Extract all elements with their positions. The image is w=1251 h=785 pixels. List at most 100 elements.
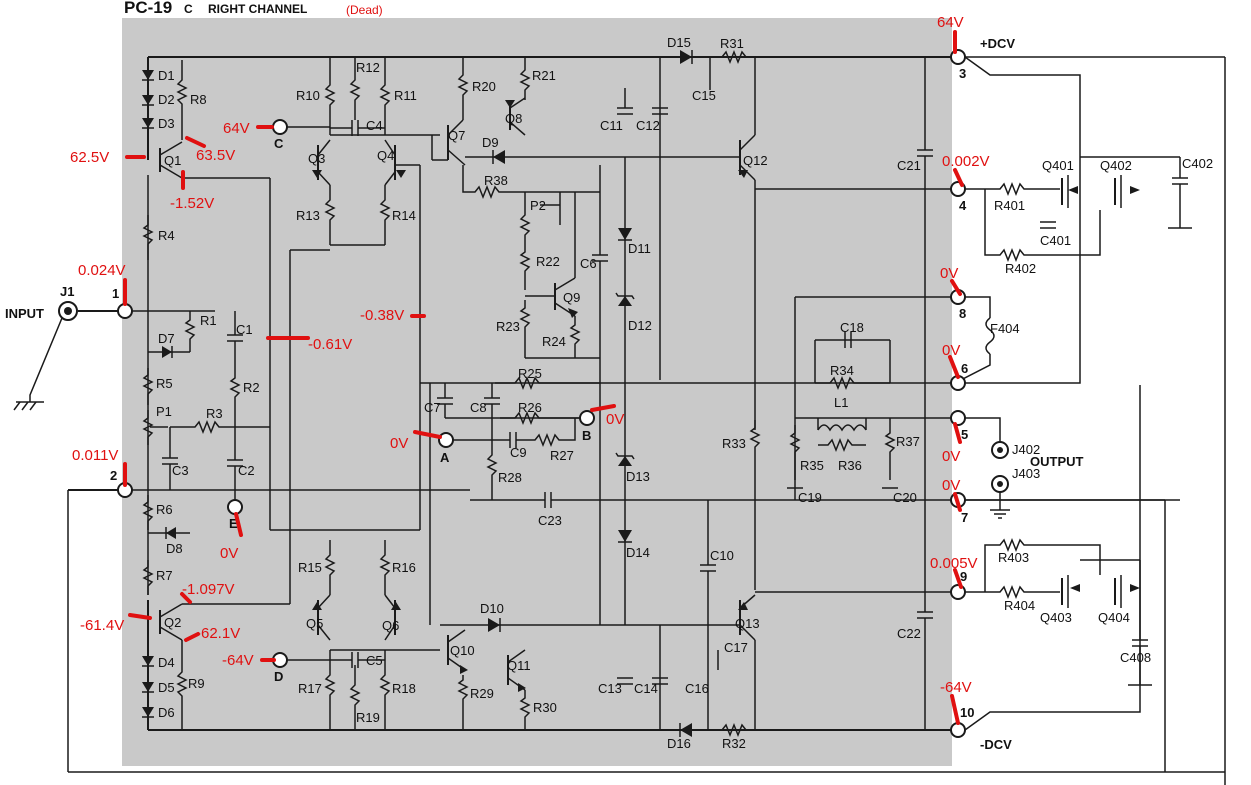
label-r38: R38 [484, 173, 508, 188]
label-r13: R13 [296, 208, 320, 223]
title-note: (Dead) [346, 3, 383, 17]
label-terminal-b: B [582, 428, 591, 443]
label-r6: R6 [156, 502, 173, 517]
label-r37: R37 [896, 434, 920, 449]
label-c12: C12 [636, 118, 660, 133]
label-d3: D3 [158, 116, 175, 131]
label-c6: C6 [580, 256, 597, 271]
title-channel: RIGHT CHANNEL [208, 2, 307, 16]
label-c16: C16 [685, 681, 709, 696]
meas-pin10: -64V [940, 679, 972, 696]
label-r19: R19 [356, 710, 380, 725]
differential-stage: R10 R12 R11 C4 Q3 Q4 R13 R14 [182, 57, 440, 730]
label-r5: R5 [156, 376, 173, 391]
terminal-10 [950, 722, 966, 738]
meas-pin2: 0.011V [72, 447, 118, 464]
measurement-labels: 64V 64V 63.5V 62.5V -1.52V 0.002V 0.024V… [70, 14, 990, 696]
label-r401: R401 [994, 198, 1025, 213]
label-c13: C13 [598, 681, 622, 696]
label-terminal-3: 3 [959, 66, 966, 81]
label-q403: Q403 [1040, 610, 1072, 625]
label-r403: R403 [998, 550, 1029, 565]
meas-node-b: 0V [606, 411, 624, 428]
terminal-5 [950, 410, 966, 426]
label-r26: R26 [518, 400, 542, 415]
meas-c-node: 64V [223, 120, 250, 137]
label-q5: Q5 [306, 616, 323, 631]
label-c10: C10 [710, 548, 734, 563]
label-terminal-e: E [229, 516, 238, 531]
label-r3: R3 [206, 406, 223, 421]
label-q4: Q4 [377, 148, 394, 163]
label-r32: R32 [722, 736, 746, 751]
label-c23: C23 [538, 513, 562, 528]
label-c408: C408 [1120, 650, 1151, 665]
label-c401: C401 [1040, 233, 1071, 248]
label-d10: D10 [480, 601, 504, 616]
meas-node-e: 0V [220, 545, 238, 562]
label-c15: C15 [692, 88, 716, 103]
driver-stage: D15 R31 C11 C12 C15 Q12 R33 C10 Q [598, 35, 955, 751]
meas-pin7: 0V [942, 477, 960, 494]
meas-pin8: 0V [940, 265, 958, 282]
meas-q1-base: 62.5V [70, 149, 109, 166]
label-r4: R4 [158, 228, 175, 243]
label-d12: D12 [628, 318, 652, 333]
label-r8: R8 [190, 92, 207, 107]
title-model: PC-19 [124, 0, 172, 17]
label-d15: D15 [667, 35, 691, 50]
label-r7: R7 [156, 568, 173, 583]
label-c8: C8 [470, 400, 487, 415]
label-r9: R9 [188, 676, 205, 691]
meas-pin6: 0V [942, 342, 960, 359]
meas-mid-node-2: -0.61V [308, 336, 352, 353]
diode-string-top [142, 70, 154, 129]
label-terminal-6: 6 [961, 361, 968, 376]
label-q404: Q404 [1098, 610, 1130, 625]
label-c17: C17 [724, 640, 748, 655]
label-terminal-5: 5 [961, 427, 968, 442]
label-terminal-9: 9 [960, 569, 967, 584]
meas-q2-emitter: -62.1V [196, 625, 240, 642]
label-d11: D11 [628, 241, 651, 256]
label-c22: C22 [897, 626, 921, 641]
label-q2: Q2 [164, 615, 181, 630]
label-r34: R34 [830, 363, 854, 378]
label-q12: Q12 [743, 153, 768, 168]
label-c9: C9 [510, 445, 527, 460]
negative-rail-label: -DCV [980, 737, 1012, 752]
paper-background [122, 18, 952, 766]
measurement-markers [123, 30, 964, 725]
label-q8: Q8 [505, 111, 522, 126]
label-r24: R24 [542, 334, 566, 349]
label-c2: C2 [238, 463, 255, 478]
label-r18: R18 [392, 681, 416, 696]
input-label: INPUT [5, 306, 44, 321]
label-c11: C11 [600, 118, 623, 133]
label-terminal-4: 4 [959, 198, 967, 213]
label-c1: C1 [236, 322, 253, 337]
meas-mid-node-1: -0.38V [360, 307, 404, 324]
label-r20: R20 [472, 79, 496, 94]
label-r402: R402 [1005, 261, 1036, 276]
label-c21: C21 [897, 158, 921, 173]
label-q11: Q11 [507, 658, 531, 673]
label-r16: R16 [392, 560, 416, 575]
label-terminal-a: A [440, 450, 450, 465]
meas-pin1: 0.024V [78, 262, 126, 279]
label-j402: J402 [1012, 442, 1040, 457]
label-r27: R27 [550, 448, 574, 463]
input-section: D1 D2 D3 R8 Q1 R4 R1 D7 R5 P1 R3 [68, 60, 470, 730]
output-network: C18 R34 L1 R35 R36 R37 C19 C20 F404 J402 [787, 296, 1084, 519]
label-d7: D7 [158, 331, 175, 346]
label-terminal-7: 7 [961, 510, 968, 525]
label-q9: Q9 [563, 290, 580, 305]
label-c18: C18 [840, 320, 864, 335]
input-jack: J1 INPUT [5, 284, 78, 411]
label-q1: Q1 [164, 153, 181, 168]
label-d2: D2 [158, 92, 175, 107]
label-j403: J403 [1012, 466, 1040, 481]
label-d13: D13 [626, 469, 650, 484]
label-c4: C4 [366, 118, 383, 133]
label-d8: D8 [166, 541, 183, 556]
